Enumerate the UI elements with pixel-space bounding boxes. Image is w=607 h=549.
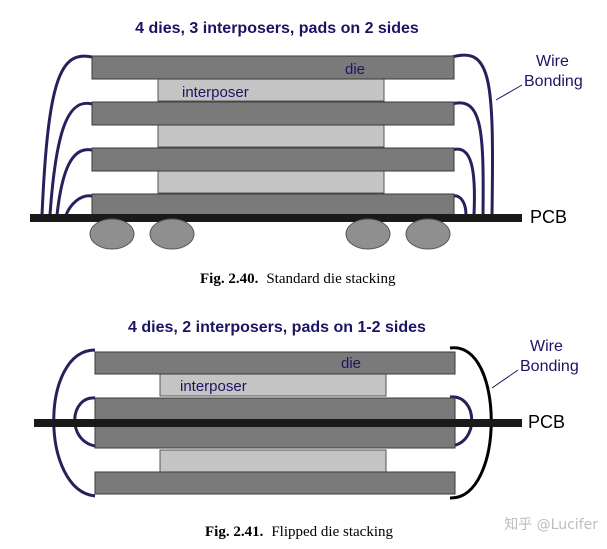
figure2-interposer-2 — [159, 449, 387, 473]
figure1-die-1 — [91, 55, 455, 80]
figure-standard-stacking: 4 dies, 3 interposers, pads on 2 sides — [30, 20, 583, 287]
figure2-caption: Fig. 2.41. Flipped die stacking — [205, 523, 393, 540]
figure1-die-3 — [91, 147, 455, 172]
figure1-callout-line — [495, 84, 523, 101]
figure2-die-1 — [94, 351, 456, 375]
figure-flipped-stacking: 4 dies, 2 interposers, pads on 1-2 sides… — [34, 319, 579, 540]
figure2-caption-number: Fig. 2.41. — [205, 524, 264, 540]
figure1-caption-number: Fig. 2.40. — [200, 271, 259, 287]
figure1-caption: Fig. 2.40. Standard die stacking — [200, 270, 396, 287]
watermark: 知乎 @Lucifer — [504, 516, 598, 533]
figure1-interposer-2 — [157, 124, 385, 148]
figure1-interposer-3 — [157, 170, 385, 194]
figure2-callout-line — [491, 369, 519, 389]
figure1-pcb-label: PCB — [530, 207, 567, 227]
figure1-callout-bonding: Bonding — [524, 73, 583, 90]
figure1-die-4 — [91, 193, 455, 216]
figure1-wires-right — [451, 53, 495, 216]
figure1-caption-text: Standard die stacking — [266, 271, 396, 287]
figure1-die-2 — [91, 101, 455, 126]
figure2-callout-bonding: Bonding — [520, 358, 579, 375]
figure2-callout-wire: Wire — [530, 338, 563, 355]
figure2-die-label: die — [341, 355, 361, 372]
figure2-caption-text: Flipped die stacking — [271, 524, 393, 540]
figure2-die-3 — [94, 425, 456, 449]
figure1-die-label: die — [345, 61, 365, 78]
figure2-pcb-label: PCB — [528, 412, 565, 432]
figure1-callout-wire: Wire — [536, 53, 569, 70]
figure1-solder-balls — [89, 218, 451, 250]
figure1-interposer-label: interposer — [182, 84, 249, 101]
figure2-interposer-label: interposer — [180, 378, 247, 395]
figure2-die-2 — [94, 397, 456, 421]
figure1-pcb — [30, 214, 522, 222]
figure1-wires-left — [40, 54, 93, 216]
figure2-die-4 — [94, 471, 456, 495]
figure2-title: 4 dies, 2 interposers, pads on 1-2 sides — [128, 319, 426, 336]
figure1-title: 4 dies, 3 interposers, pads on 2 sides — [135, 20, 419, 37]
figure2-pcb — [34, 419, 522, 427]
